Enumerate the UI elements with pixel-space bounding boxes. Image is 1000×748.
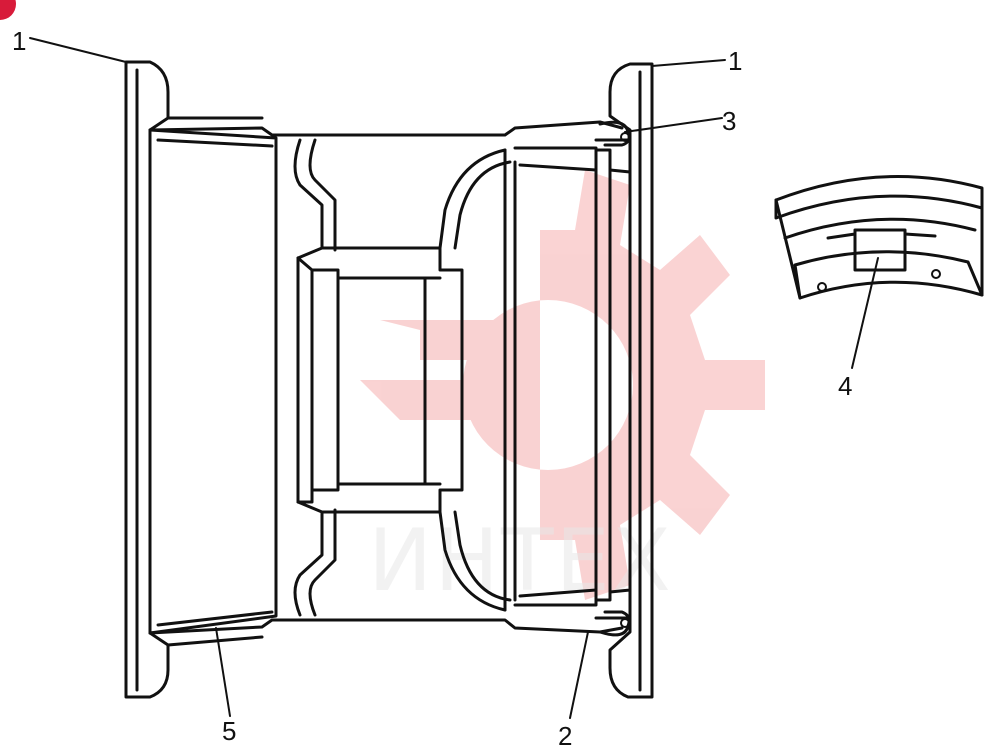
callout-3: 3 xyxy=(722,106,736,136)
leader-2 xyxy=(569,631,589,719)
callout-5: 5 xyxy=(222,716,236,746)
right-flange xyxy=(594,62,654,699)
center-disc xyxy=(293,138,512,617)
callout-1-right: 1 xyxy=(728,46,742,76)
leader-1-left xyxy=(29,37,127,63)
callout-2: 2 xyxy=(558,721,572,748)
callout-4: 4 xyxy=(838,371,852,401)
callout-1-left: 1 xyxy=(12,26,26,56)
leader-5 xyxy=(215,627,231,717)
left-flange xyxy=(124,60,278,699)
leader-4 xyxy=(851,257,879,369)
leader-3 xyxy=(624,117,723,133)
lock-ring-section xyxy=(503,120,632,637)
watermark: ИНТЕХ xyxy=(360,170,765,611)
leader-lines xyxy=(29,37,879,719)
detail-view xyxy=(774,174,984,300)
corner-mark xyxy=(0,0,16,20)
watermark-text: ИНТЕХ xyxy=(368,511,673,611)
leader-1-right xyxy=(651,59,726,67)
callout-labels: 1 1 2 3 4 5 xyxy=(12,26,852,748)
lock-key xyxy=(853,228,907,272)
watermark-gear-icon xyxy=(360,170,765,600)
